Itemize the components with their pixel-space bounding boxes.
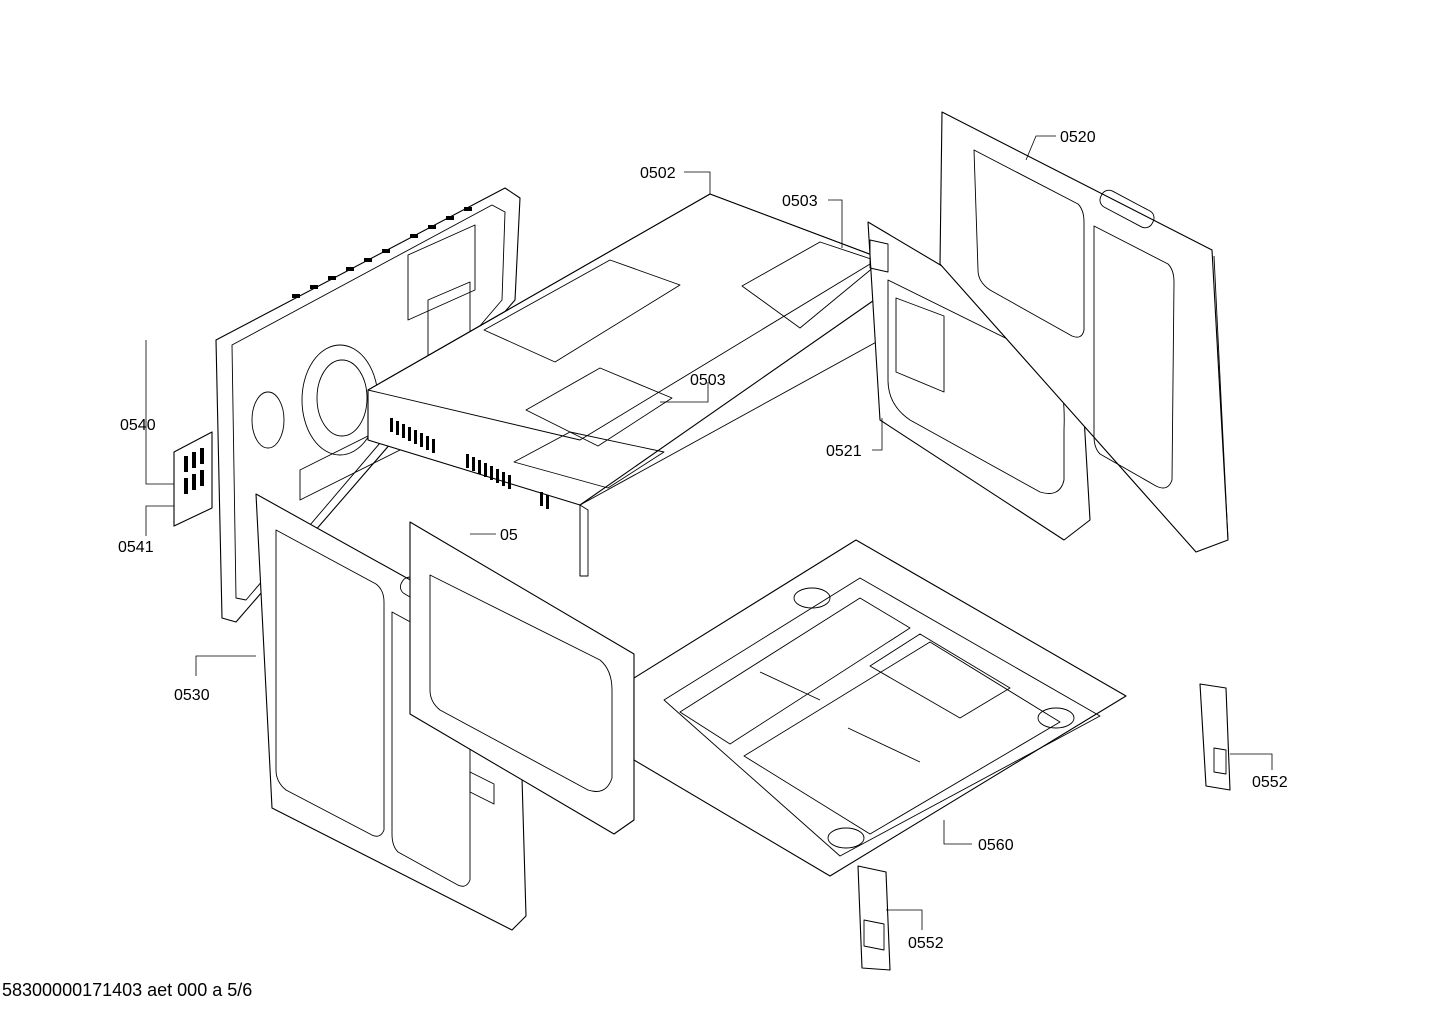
inner-left-panel-05xx — [409, 521, 635, 835]
vent-bracket-0541 — [173, 431, 213, 527]
callout-0502: 0502 — [640, 165, 676, 182]
base-tray-0560 — [633, 539, 1127, 877]
callout-0530: 0530 — [174, 687, 210, 704]
callout-0503-top: 0503 — [782, 193, 818, 210]
top-cover-vents — [390, 418, 549, 509]
callout-labels: 0502 0503 0520 0503 0521 0540 0541 0530 … — [118, 129, 1288, 952]
callout-0541: 0541 — [118, 539, 154, 556]
callout-0560: 0560 — [978, 837, 1014, 854]
bracket-0552-bottom — [857, 865, 891, 971]
callout-0540: 0540 — [120, 417, 156, 434]
document-id: 58300000171403 aet 000 a 5/6 — [2, 980, 253, 1000]
leader-lines — [145, 135, 1273, 930]
callout-0521: 0521 — [826, 443, 862, 460]
outer-side-panel-0520 — [939, 111, 1229, 553]
bracket-0552-right — [1199, 683, 1231, 791]
callout-0520: 0520 — [1060, 129, 1096, 146]
callout-0552-right: 0552 — [1252, 774, 1288, 791]
callout-0552-bottom: 0552 — [908, 935, 944, 952]
callout-05xx-partial: 05 — [500, 527, 518, 544]
callout-0503-mid: 0503 — [690, 372, 726, 389]
